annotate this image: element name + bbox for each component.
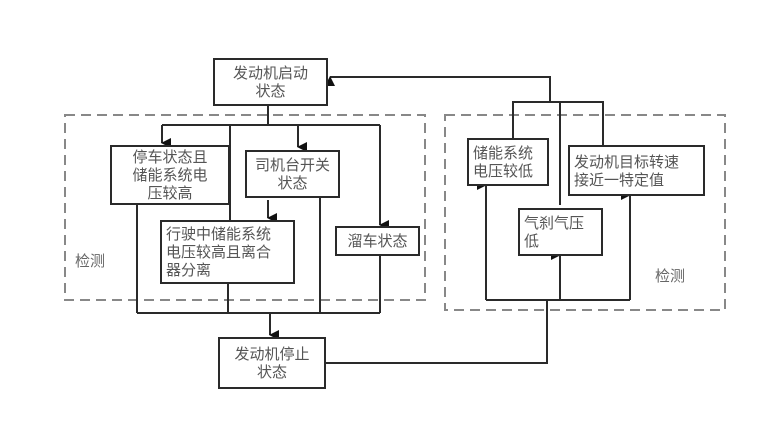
driver-switch-label: 司机台开关 状态 <box>254 156 330 192</box>
brake-pressure-low: 气刹气压 低 <box>518 208 603 256</box>
edge-return <box>325 76 551 102</box>
edge-storage-up <box>512 101 604 145</box>
edge-stop-right <box>325 300 548 364</box>
driver-switch-state: 司机台开关 状态 <box>245 150 340 198</box>
target-speed-label: 发动机目标转速 接近一特定值 <box>574 152 680 189</box>
engine-start-state: 发动机启动 状态 <box>213 58 328 106</box>
rolling-state: 溜车状态 <box>335 226 420 256</box>
right-detect-label: 检测 <box>655 267 686 285</box>
parked-high-voltage-label: 停车状态且 储能系统电 压较高 <box>132 148 208 202</box>
left-detect-group <box>64 114 426 301</box>
right-detect-group <box>444 114 726 311</box>
parked-high-voltage: 停车状态且 储能系统电 压较高 <box>110 145 230 205</box>
engine-stop-label: 发动机停止 状态 <box>234 345 310 381</box>
brake-pressure-low-label: 气刹气压 低 <box>524 214 585 250</box>
storage-low-voltage-label: 储能系统 电压较低 <box>473 144 534 180</box>
target-speed-near: 发动机目标转速 接近一特定值 <box>568 145 705 196</box>
left-detect-label: 检测 <box>75 252 106 270</box>
storage-low-voltage: 储能系统 电压较低 <box>467 138 549 186</box>
engine-stop-state: 发动机停止 状态 <box>218 337 326 389</box>
driving-high-voltage-clutch: 行驶中储能系统 电压较高且离合 器分离 <box>160 220 295 284</box>
engine-start-label: 发动机启动 状态 <box>232 64 308 100</box>
rolling-label: 溜车状态 <box>347 232 408 250</box>
driving-high-voltage-clutch-label: 行驶中储能系统 电压较高且离合 器分离 <box>166 225 272 279</box>
